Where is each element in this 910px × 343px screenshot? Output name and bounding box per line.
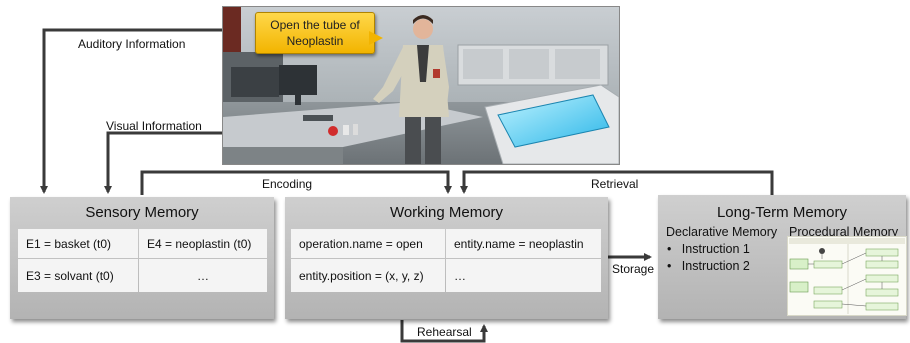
retrieval-arrow	[460, 170, 774, 195]
retrieval-label: Retrieval	[591, 177, 639, 191]
working-memory-title: Working Memory	[389, 204, 504, 221]
procedural-memory-title: Procedural Memory	[789, 225, 899, 239]
sensory-cell: E1 = basket (t0)	[18, 229, 138, 258]
rehearsal-label: Rehearsal	[417, 325, 472, 339]
auditory-information-label: Auditory Information	[78, 37, 186, 51]
sensory-memory-title: Sensory Memory	[85, 204, 199, 221]
working-memory-box: Working Memory operation.name = open ent…	[285, 197, 608, 319]
sensory-cell: E4 = neoplastin (t0)	[139, 229, 267, 258]
declarative-memory-title: Declarative Memory	[666, 225, 778, 239]
encoding-label: Encoding	[262, 177, 313, 191]
long-term-memory-title: Long-Term Memory	[716, 204, 848, 221]
declarative-item-label: Instruction 2	[681, 259, 750, 273]
visual-arrow	[104, 131, 222, 194]
instruction-speech-bubble: Open the tube of Neoplastin	[255, 12, 375, 54]
working-cell: …	[446, 259, 601, 292]
declarative-item: • Instruction 2	[667, 259, 750, 273]
auditory-arrow	[40, 28, 222, 194]
declarative-item-label: Instruction 1	[681, 242, 750, 256]
sensory-cell: E3 = solvant (t0)	[18, 259, 138, 292]
working-cell: entity.name = neoplastin	[446, 229, 601, 258]
bubble-tail	[369, 31, 383, 45]
rehearsal-arrow	[400, 320, 488, 343]
working-cell: operation.name = open	[291, 229, 445, 258]
declarative-item: • Instruction 1	[667, 242, 750, 256]
procedural-memory-diagram	[787, 236, 907, 316]
sensory-memory-box: Sensory Memory E1 = basket (t0) E4 = neo…	[10, 197, 274, 319]
bubble-text: Open the tube of Neoplastin	[270, 18, 360, 48]
storage-label: Storage	[612, 262, 655, 276]
sensory-cell: …	[139, 259, 267, 292]
virtual-lab-scene: Open the tube of Neoplastin	[222, 6, 620, 165]
encoding-arrow	[140, 170, 452, 195]
working-cell: entity.position = (x, y, z)	[291, 259, 445, 292]
visual-information-label: Visual Information	[106, 119, 202, 133]
